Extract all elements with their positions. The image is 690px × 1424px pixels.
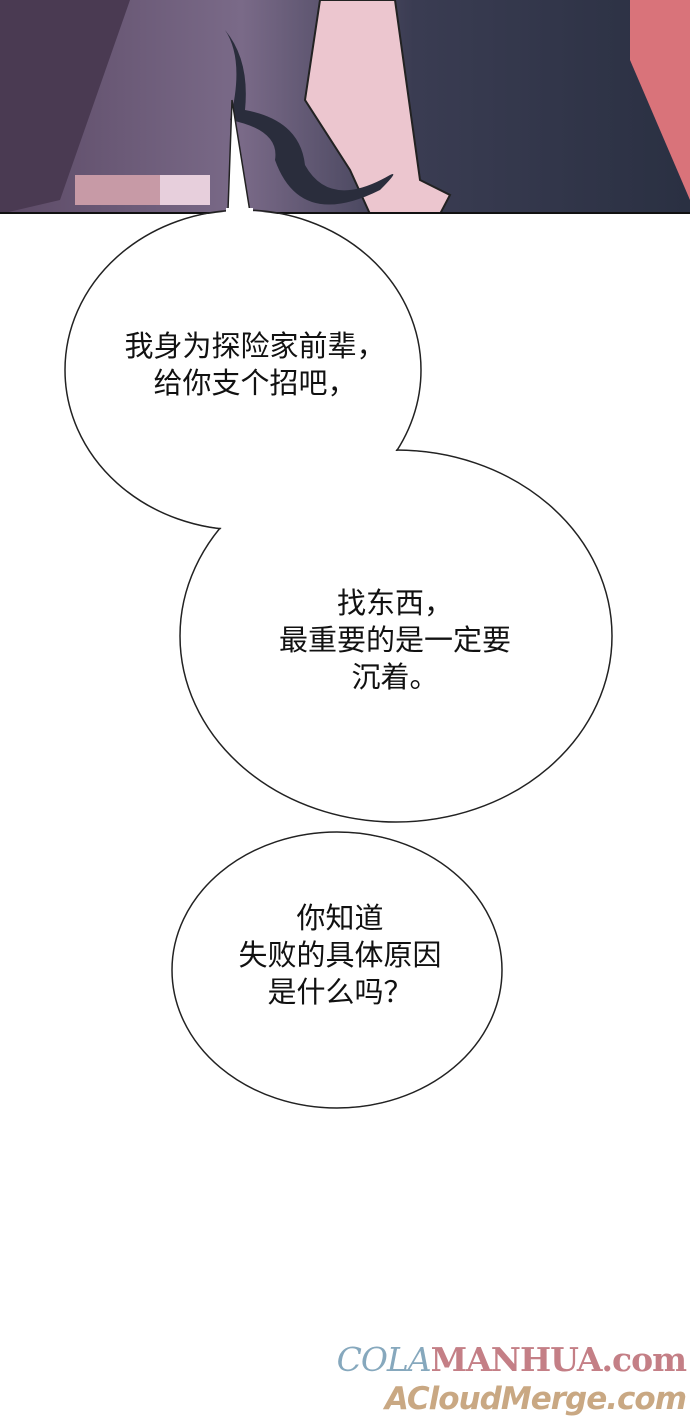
speech-bubble-3-text: 你知道 失败的具体原因 是什么吗？: [238, 901, 442, 1009]
watermark-acloudmerge: ACloudMerge.com: [384, 1381, 687, 1417]
speech-bubble-2-text: 找东西， 最重要的是一定要 沉着。: [278, 586, 511, 694]
speech-bubble-1-text: 我身为探险家前辈， 给你支个招吧，: [124, 329, 386, 400]
watermark-colamanhua: COLAMANHUA.com: [290, 1340, 687, 1380]
watermark-part: MANHUA.com: [430, 1340, 687, 1379]
speech-bubble-tail: [227, 99, 251, 213]
comic-panel-artwork: [0, 0, 690, 214]
watermark-part: COLA: [336, 1340, 432, 1379]
